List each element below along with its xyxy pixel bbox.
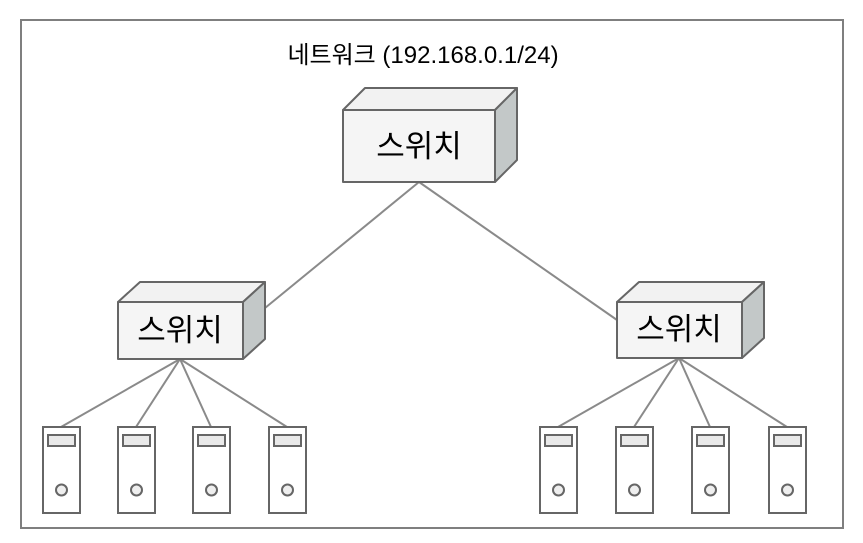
- right-pc-group: [539, 426, 807, 514]
- left-switch-node: 스위치: [117, 281, 266, 360]
- cube-front-face: [117, 301, 244, 360]
- pc-drive-bay: [47, 434, 76, 447]
- pc-tower: [768, 426, 807, 514]
- link-right-switch-pc3: [678, 357, 711, 428]
- pc-power-circle: [205, 483, 218, 497]
- link-right-switch-pc2: [633, 357, 680, 428]
- link-left-switch-pc1: [60, 358, 181, 428]
- pc-power-circle: [552, 483, 565, 497]
- connector-lines: [60, 181, 788, 428]
- cube-top-face: [616, 281, 765, 303]
- pc-power-circle: [781, 483, 794, 497]
- pc-drive-bay: [620, 434, 649, 447]
- cube-front-face: [342, 109, 496, 183]
- left-pc-group: [42, 426, 307, 514]
- pc-tower: [117, 426, 156, 514]
- pc-drive-bay: [273, 434, 302, 447]
- cube-top-face: [342, 87, 518, 111]
- pc-tower: [615, 426, 654, 514]
- pc-drive-bay: [197, 434, 226, 447]
- pc-power-circle: [55, 483, 68, 497]
- pc-power-circle: [628, 483, 641, 497]
- pc-power-circle: [704, 483, 717, 497]
- link-left-switch-pc2: [135, 358, 181, 428]
- cube-front-face: [616, 301, 743, 359]
- pc-tower: [268, 426, 307, 514]
- right-switch-label: 스위치: [636, 312, 722, 347]
- link-right-switch-pc1: [557, 357, 680, 428]
- link-root-to-right-switch: [418, 181, 618, 321]
- cube-top-face: [117, 281, 266, 303]
- pc-drive-bay: [773, 434, 802, 447]
- link-left-switch-pc3: [179, 358, 212, 428]
- pc-drive-bay: [544, 434, 573, 447]
- root-switch-node: 스위치: [342, 87, 518, 183]
- pc-power-circle: [130, 483, 143, 497]
- pc-drive-bay: [122, 434, 151, 447]
- right-switch-node: 스위치: [616, 281, 765, 359]
- link-right-switch-pc4: [678, 357, 788, 428]
- pc-power-circle: [281, 483, 294, 497]
- root-switch-label: 스위치: [376, 129, 462, 164]
- left-switch-label: 스위치: [137, 313, 223, 348]
- pc-tower: [539, 426, 578, 514]
- link-left-switch-pc4: [179, 358, 288, 428]
- link-root-to-left-switch: [264, 181, 420, 309]
- pc-drive-bay: [696, 434, 725, 447]
- pc-tower: [192, 426, 231, 514]
- pc-tower: [42, 426, 81, 514]
- diagram-border: [20, 19, 844, 529]
- diagram-title: 네트워크 (192.168.0.1/24): [287, 42, 558, 69]
- pc-tower: [691, 426, 730, 514]
